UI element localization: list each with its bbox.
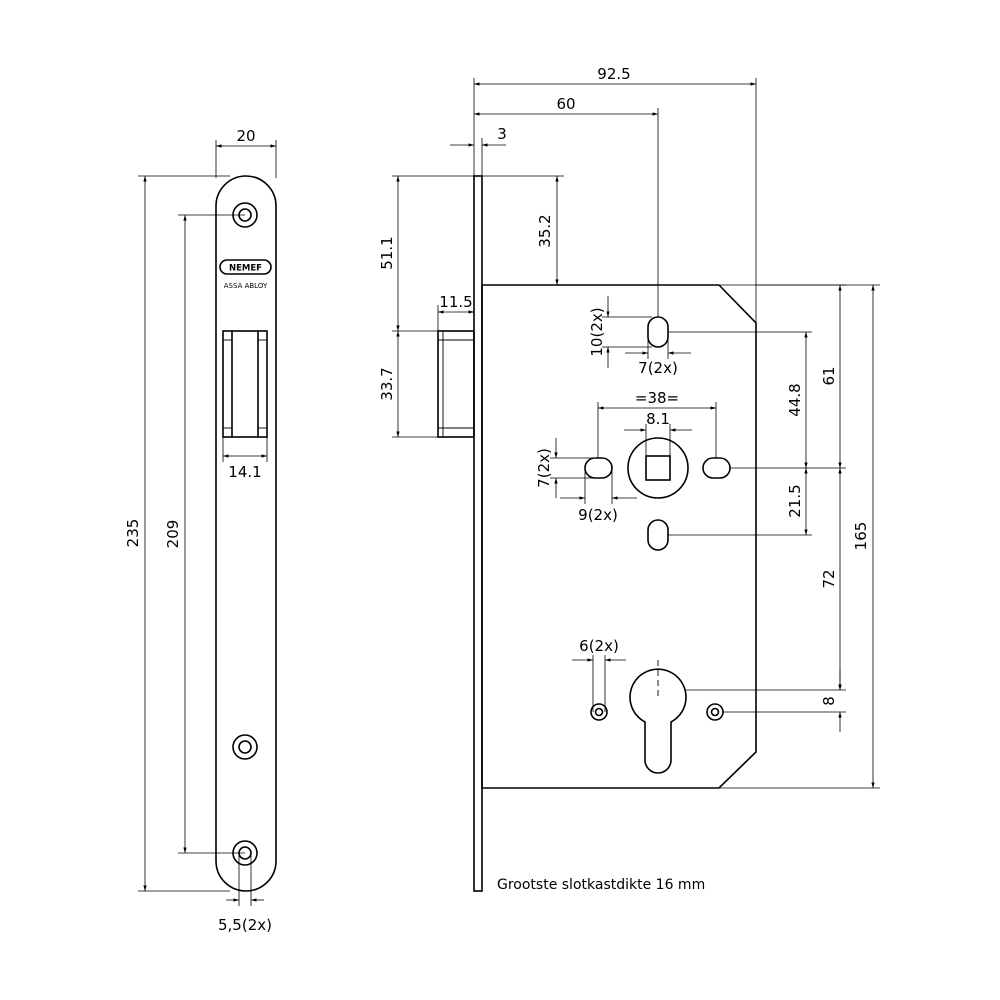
label-cylinder-hole: 6(2x) (579, 637, 619, 655)
label-slot-height: 10(2x) (588, 307, 606, 356)
left-fixing-hole (590, 703, 608, 721)
dim-cylinder-hole: 6(2x) (572, 637, 626, 712)
label-slot-width: 7(2x) (638, 359, 678, 377)
dim-8: 8 (686, 670, 846, 732)
dim-61: 61 (720, 284, 846, 468)
dim-hole-spacing: 209 (164, 214, 245, 854)
dim-latch-height: 33.7 (378, 331, 438, 438)
faceplate: NEMEF ASSA ABLOY 20 (124, 127, 277, 934)
label-165: 165 (852, 522, 870, 551)
label-total-depth: 92.5 (597, 65, 630, 83)
dim-top-to-latch: 51.1 (378, 175, 474, 332)
dim-44-8: 44.8 (786, 332, 808, 468)
front-plate (473, 175, 483, 892)
dim-spindle-hole-spacing: =38= (597, 389, 717, 458)
dim-faceplate-width: 20 (215, 127, 277, 178)
label-44-8: 44.8 (786, 383, 804, 416)
label-spindle-square: 8.1 (646, 410, 670, 428)
lower-slot (647, 519, 669, 551)
label-plate-thickness: 3 (497, 125, 507, 143)
dim-spindle-square: 8.1 (624, 410, 692, 456)
note-max-case-thickness: Grootste slotkastdikte 16 mm (497, 877, 705, 893)
dim-72: 72 (820, 468, 842, 690)
label-screw-hole-size: 5,5(2x) (218, 916, 272, 934)
label-spindle-hole-spacing: =38= (635, 389, 679, 407)
dim-total-depth: 92.5 (473, 65, 757, 323)
dim-side-hole-height: 7(2x) (535, 438, 598, 498)
top-slot (647, 316, 669, 348)
label-side-hole-width: 9(2x) (578, 506, 618, 524)
dim-side-hole-width: 9(2x) (560, 468, 637, 524)
dim-21-5: 21.5 (786, 468, 808, 535)
dim-latch-width: 14.1 (222, 437, 268, 481)
nemef-logo: NEMEF ASSA ABLOY (219, 259, 272, 290)
label-top-to-case: 35.2 (536, 214, 554, 247)
dim-165: 165 (720, 284, 880, 789)
label-side-hole-height: 7(2x) (535, 448, 553, 488)
left-side-hole (584, 457, 613, 479)
dim-latch-projection: 11.5 (437, 293, 474, 331)
right-side-hole (702, 457, 731, 479)
spindle-hub (627, 437, 689, 499)
faceplate-outline (215, 175, 277, 892)
cylinder-hole (629, 668, 687, 774)
dim-slot-height: 10(2x) (588, 296, 652, 368)
label-72: 72 (820, 569, 838, 588)
latch-bolt (437, 330, 475, 438)
dim-backset: 60 (474, 95, 659, 317)
label-61: 61 (820, 366, 838, 385)
label-backset: 60 (556, 95, 575, 113)
faceplate-middle-screw-hole (232, 734, 258, 760)
right-fixing-hole (706, 703, 724, 721)
label-faceplate-height: 235 (124, 519, 142, 548)
dim-screw-hole-size: 5,5(2x) (218, 853, 272, 934)
label-hole-spacing: 209 (164, 520, 182, 549)
label-latch-width: 14.1 (228, 463, 261, 481)
label-faceplate-width: 20 (236, 127, 255, 145)
lock-case (481, 284, 757, 789)
label-top-to-latch: 51.1 (378, 236, 396, 269)
label-21-5: 21.5 (786, 484, 804, 517)
dim-slot-width: 7(2x) (625, 332, 691, 377)
brand-subtitle: ASSA ABLOY (224, 282, 268, 290)
label-8: 8 (820, 696, 838, 706)
label-latch-projection: 11.5 (439, 293, 472, 311)
dim-top-to-case: 35.2 (482, 175, 564, 286)
lock-side-view: 92.5 60 3 35.2 51.1 (378, 65, 880, 893)
dim-faceplate-height: 235 (124, 175, 230, 892)
faceplate-latch-opening (222, 330, 268, 438)
brand-name: NEMEF (229, 264, 262, 274)
dim-plate-thickness: 3 (450, 125, 507, 176)
label-latch-height: 33.7 (378, 367, 396, 400)
